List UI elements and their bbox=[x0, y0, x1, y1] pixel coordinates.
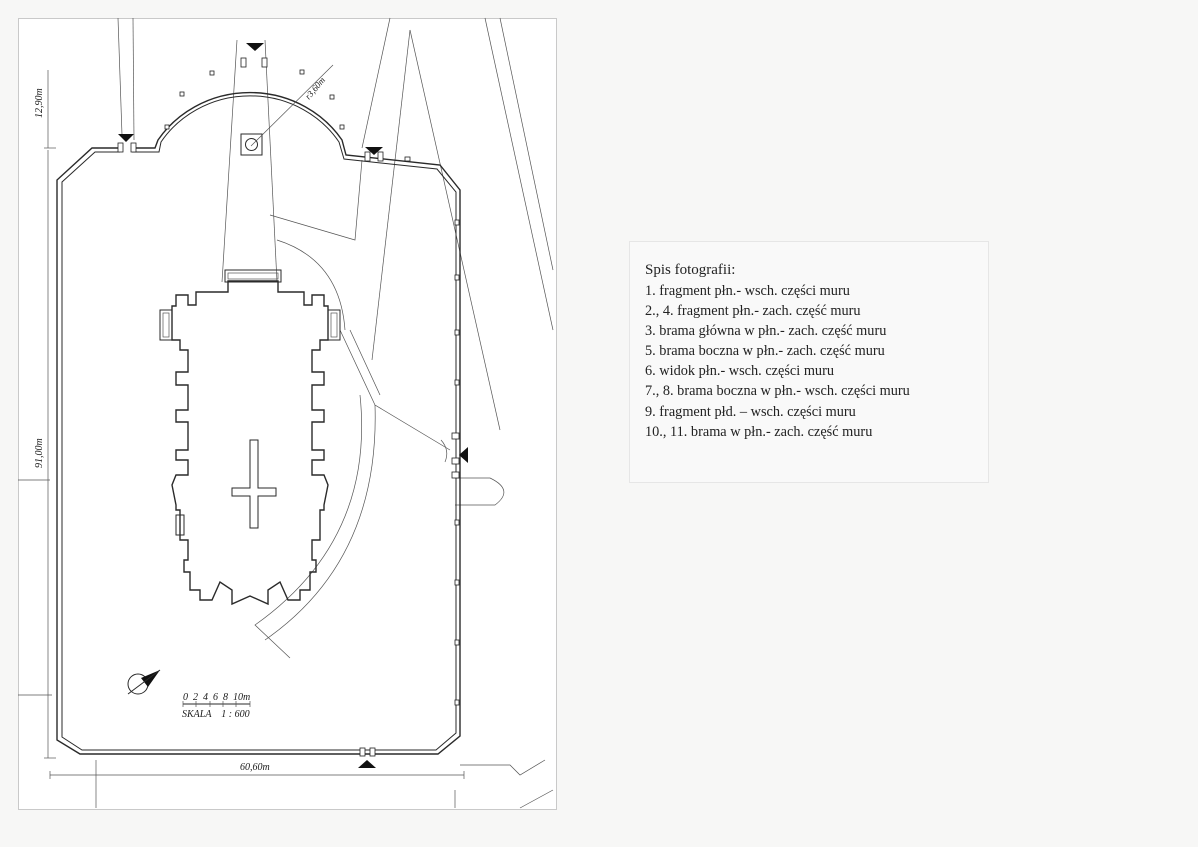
church-outline bbox=[159, 269, 341, 606]
legend-title: Spis fotografii: bbox=[645, 262, 736, 278]
dimension-lines bbox=[44, 70, 465, 779]
gates bbox=[117, 57, 460, 757]
wall-piers bbox=[164, 69, 460, 706]
dim-radius: r3,60m bbox=[303, 75, 328, 102]
viewpoint-arrow-icon bbox=[118, 134, 134, 142]
viewpoint-arrow-icon bbox=[365, 147, 383, 155]
legend-item: 7., 8. brama boczna w płn.- wsch. części… bbox=[645, 383, 910, 400]
photo-list-legend: Spis fotografii: 1. fragment płn.- wsch.… bbox=[629, 241, 989, 483]
compass-north-arrow-icon bbox=[127, 669, 161, 695]
legend-item: 5. brama boczna w płn.- zach. część muru bbox=[645, 343, 885, 360]
monument bbox=[240, 64, 334, 156]
legend-item: 3. brama główna w płn.- zach. część muru bbox=[645, 323, 887, 340]
legend-item: 1. fragment płn.- wsch. części muru bbox=[645, 283, 850, 299]
viewpoint-arrow-icon bbox=[358, 760, 376, 768]
dim-top-side: 12,90m bbox=[34, 88, 45, 118]
legend-item: 10., 11. brama w płn.- zach. część muru bbox=[645, 423, 873, 440]
scale-label: SKALA 1 : 600 bbox=[182, 709, 250, 720]
legend-item: 9. fragment płd. – wsch. części muru bbox=[645, 403, 856, 420]
plan-sheet bbox=[18, 18, 557, 810]
dim-bottom: 60,60m bbox=[240, 762, 270, 773]
legend-list: 1. fragment płn.- wsch. części muru 2., … bbox=[645, 281, 910, 442]
viewpoint-arrow-icon bbox=[459, 447, 468, 463]
scale-numbers: 0 2 4 6 8 10m bbox=[183, 692, 250, 703]
dim-left-side: 91,00m bbox=[34, 438, 45, 468]
legend-item: 2., 4. fragment płn.- zach. część muru bbox=[645, 303, 861, 320]
context-lines bbox=[18, 17, 554, 809]
viewpoint-arrow-icon bbox=[246, 43, 264, 51]
legend-item: 6. widok płn.- wsch. części muru bbox=[645, 363, 834, 380]
photo-viewpoint-arrows bbox=[118, 43, 468, 768]
scale-bar: 0 2 4 6 8 10m SKALA 1 : 600 bbox=[182, 692, 251, 720]
alleys bbox=[221, 39, 505, 659]
boundary-wall bbox=[56, 57, 461, 757]
